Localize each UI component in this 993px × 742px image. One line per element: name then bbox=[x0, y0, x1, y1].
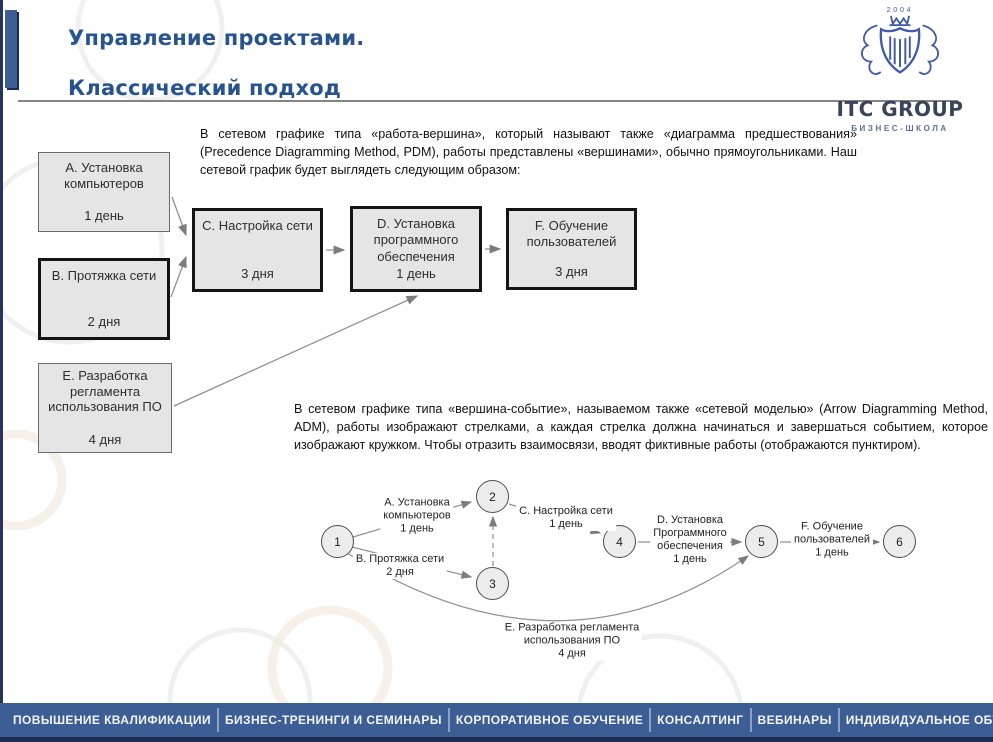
logo-name: ITC GROUP bbox=[836, 97, 964, 121]
logo-year-glyph: 2004 bbox=[887, 5, 914, 14]
footer-separator bbox=[217, 708, 219, 732]
footer-item-povyshenie-kvalifikacii[interactable]: ПОВЫШЕНИЕ КВАЛИФИКАЦИИ bbox=[13, 713, 211, 727]
footer-separator bbox=[837, 708, 840, 732]
pdm-box-e-duration: 4 дня bbox=[88, 432, 122, 448]
footer-separator bbox=[447, 708, 450, 732]
header-divider bbox=[18, 100, 958, 102]
logo-tagline: БИЗНЕС-ШКОЛА bbox=[851, 124, 949, 133]
page-title-line1: Управление проектами. bbox=[68, 26, 365, 50]
pdm-box-f-duration: 3 дня bbox=[555, 263, 588, 279]
footer-separator bbox=[649, 708, 652, 732]
adm-node-3: 3 bbox=[476, 567, 509, 600]
pdm-box-b-duration: 2 дня bbox=[87, 313, 121, 329]
footer-item-biznes-treningi[interactable]: БИЗНЕС-ТРЕНИНГИ И СЕМИНАРЫ bbox=[225, 713, 442, 727]
adm-node-1: 1 bbox=[321, 525, 354, 558]
adm-edge-label-f: F. Обучение пользователей 1 день bbox=[791, 520, 873, 560]
adm-node-5: 5 bbox=[745, 525, 778, 558]
itc-group-logo: 2004 ITC GROUP БИЗНЕС-ШКОЛА bbox=[836, 4, 964, 133]
pdm-box-b-title: В. Протяжка сети bbox=[51, 268, 157, 283]
pdm-box-c: С. Настройка сети 3 дня bbox=[192, 208, 323, 292]
adm-node-6: 6 bbox=[883, 525, 916, 558]
adm-edge-label-e: Е. Разработка регламента использования П… bbox=[501, 621, 643, 661]
pdm-box-a-duration: 1 день bbox=[84, 207, 124, 223]
adm-node-2: 2 bbox=[476, 480, 509, 513]
pdm-box-d-duration: 1 день bbox=[396, 265, 436, 281]
adm-edge-label-b: В. Протяжка сети 2 дня bbox=[352, 553, 448, 579]
pdm-box-e: Е. Разработка регламента использования П… bbox=[38, 363, 172, 453]
pdm-description-paragraph: В сетевом графике типа «работа-вершина»,… bbox=[200, 127, 857, 177]
pdm-box-c-title: С. Настройка сети bbox=[202, 218, 313, 233]
adm-edge-label-d: D. Установка Программного обеспечения 1 … bbox=[650, 514, 730, 566]
pdm-box-d: D. Установка программного обеспечения 1 … bbox=[350, 206, 482, 292]
pdm-box-a-title: А. Установка компьютеров bbox=[64, 160, 144, 192]
left-edge-strip bbox=[0, 0, 3, 703]
footer-item-individualnoe-obuchenie[interactable]: ИНДИВИДУАЛЬНОЕ ОБУЧЕНИЕ bbox=[845, 713, 993, 727]
pdm-box-e-title: Е. Разработка регламента использования П… bbox=[48, 368, 162, 415]
footer-item-konsalting[interactable]: КОНСАЛТИНГ bbox=[657, 713, 744, 727]
pdm-box-f: F. Обучение пользователей 3 дня bbox=[506, 208, 637, 290]
footer-bottom-strip bbox=[0, 737, 993, 742]
footer-nav-bar: ПОВЫШЕНИЕ КВАЛИФИКАЦИИ БИЗНЕС-ТРЕНИНГИ И… bbox=[0, 703, 993, 737]
title-accent-bar bbox=[5, 10, 17, 88]
pdm-box-b: В. Протяжка сети 2 дня bbox=[38, 258, 170, 340]
adm-description-paragraph: В сетевом графике типа «вершина-событие»… bbox=[294, 402, 988, 452]
footer-item-korporativnoe-obuchenie[interactable]: КОРПОРАТИВНОЕ ОБУЧЕНИЕ bbox=[455, 713, 644, 727]
pdm-box-c-duration: 3 дня bbox=[241, 265, 274, 281]
itc-crest-icon: 2004 bbox=[861, 5, 939, 75]
pdm-box-f-title: F. Обучение пользователей bbox=[526, 218, 617, 250]
pdm-box-a: А. Установка компьютеров 1 день bbox=[38, 152, 170, 232]
adm-edge-label-c: С. Настройка сети 1 день bbox=[516, 505, 616, 531]
footer-item-vebinary[interactable]: ВЕБИНАРЫ bbox=[757, 713, 832, 727]
footer-separator bbox=[749, 708, 752, 732]
pdm-box-d-title: D. Установка программного обеспечения bbox=[373, 216, 459, 264]
page-title-line2: Классический подход bbox=[68, 76, 342, 100]
adm-edge-label-a: А. Установка компьютеров 1 день bbox=[380, 496, 454, 536]
